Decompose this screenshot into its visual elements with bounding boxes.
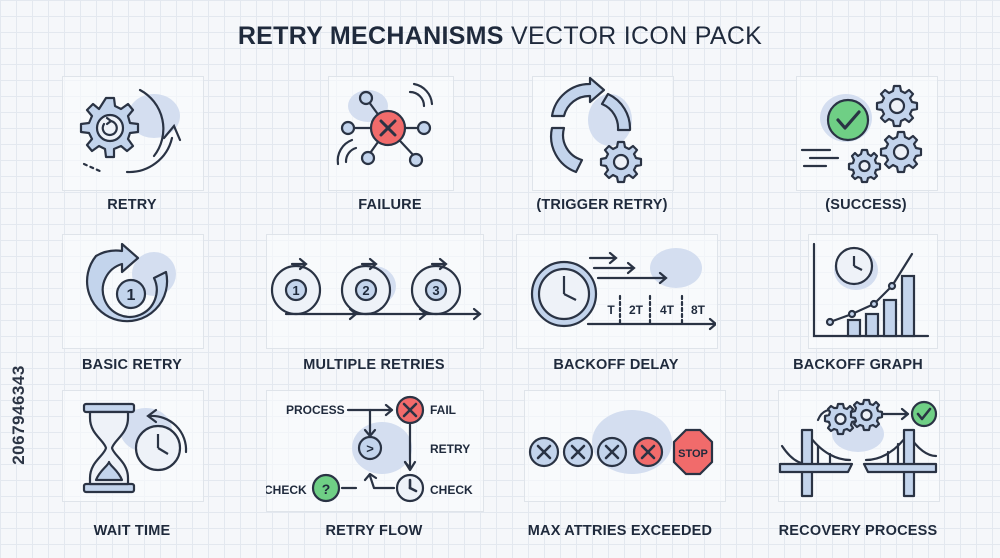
success-label: (SUCCESS) [825,197,907,213]
max-attempts-icon: STOP [528,410,714,476]
title-rest: VECTOR ICON PACK [511,22,763,50]
wait-time-icon [82,402,188,494]
title-bold: RETRY MECHANISMS [237,22,504,50]
retry-number-1: 1 [292,283,299,298]
stop-sign-text: STOP [678,448,708,460]
flow-retry-text: RETRY [430,442,470,456]
wait-time-label: WAIT TIME [93,523,171,539]
tick-4t: 4T [660,303,675,317]
flow-check-left-text: CHECK [266,483,307,497]
flow-check-right-text: CHECK [430,483,473,497]
tick-8t: 8T [691,303,706,317]
retry-flow-label: RETRY FLOW [325,523,423,539]
flow-next-arrow-text: > [366,441,374,456]
retry-gear-icon [79,88,182,174]
trigger-retry-icon [550,76,643,184]
tick-2t: 2T [629,303,644,317]
recovery-process-label: RECOVERY PROCESS [778,523,938,539]
page-title: RETRY MECHANISMS VECTOR ICON PACK [0,22,1000,51]
failure-network-icon [336,82,434,168]
flow-question-text: ? [322,481,331,497]
flow-fail-text: FAIL [430,403,456,417]
trigger-retry-label: (TRIGGER RETRY) [536,197,668,213]
tick-t: T [607,303,615,317]
retry-number-2: 2 [362,283,369,298]
basic-retry-number: 1 [127,287,136,304]
success-gears-icon [800,84,923,184]
basic-retry-label: BASIC RETRY [82,357,182,373]
recovery-bridge-icon [778,398,938,498]
backoff-delay-label: BACKOFF DELAY [553,357,679,373]
multiple-retries-label: MULTIPLE RETRIES [303,357,445,373]
max-attempts-label: MAX ATTRIES EXCEEDED [527,523,713,539]
flow-process-text: PROCESS [286,403,345,417]
side-stock-id-text: 2067946343 [9,365,28,465]
retry-flow-icon: PROCESS FAIL RETRY CHECK CHECK > ? [266,395,473,503]
multiple-retries-icon: 1 2 3 [270,257,482,321]
retry-label: RETRY [107,197,157,213]
failure-label: FAILURE [358,197,422,213]
backoff-graph-label: BACKOFF GRAPH [793,357,923,373]
retry-number-3: 3 [432,283,439,298]
basic-retry-icon: 1 [85,242,176,323]
backoff-delay-icon: T 2T 4T 8T [530,248,716,331]
backoff-graph-icon [812,242,930,338]
side-stock-id: 2067946343 [6,300,32,530]
